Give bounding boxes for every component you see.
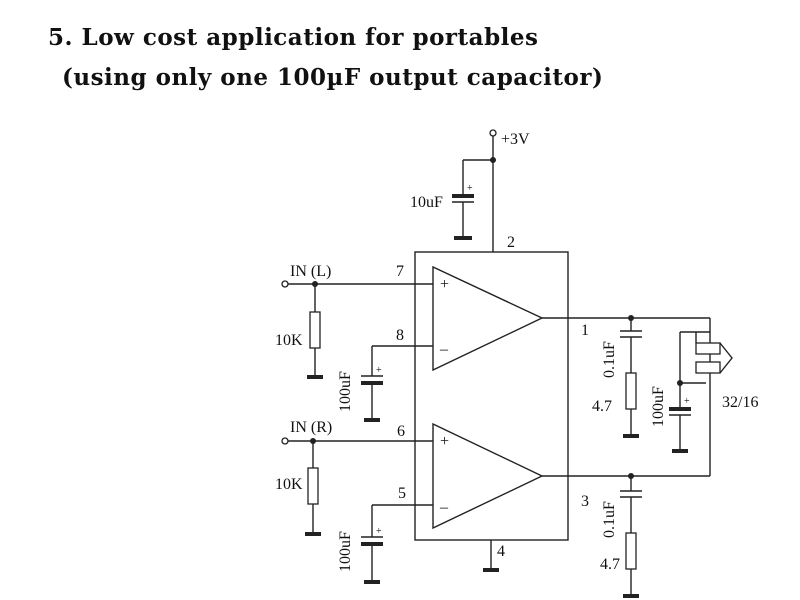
output-cap-polarity: + — [684, 396, 690, 407]
pin-1-label: 1 — [581, 322, 589, 339]
supply-terminal — [463, 129, 497, 252]
opamp-left-minus: – — [439, 341, 449, 358]
pin-6-label: 6 — [397, 423, 405, 440]
output-cap-label: 100uF — [650, 386, 667, 427]
snubber-cap-right-label: 0.1uF — [601, 501, 618, 538]
feedback-cap-right-polarity: + — [376, 526, 382, 537]
feedback-cap-left-label: 100uF — [337, 371, 354, 412]
input-left-label: IN (L) — [290, 263, 331, 280]
ic-package — [414, 251, 569, 541]
pin-3-label: 3 — [581, 493, 589, 510]
feedback-cap-right-label: 100uF — [337, 531, 354, 572]
snubber-resistor-left-label: 4.7 — [592, 398, 612, 415]
input-left-net — [281, 280, 433, 379]
opamp-right-minus: – — [439, 499, 449, 516]
input-left-resistor-label: 10K — [275, 332, 303, 349]
headphone-output — [669, 318, 733, 476]
opamp-left-plus: + — [440, 276, 449, 293]
input-right-resistor-label: 10K — [275, 476, 303, 493]
opamp-right-plus: + — [440, 433, 449, 450]
heading-line-2: (using only one 100µF output capacitor) — [62, 64, 604, 91]
pin-7-label: 7 — [396, 263, 404, 280]
input-right-net — [281, 437, 433, 536]
feedback-capacitor-left — [361, 345, 433, 422]
pin-5-label: 5 — [398, 485, 406, 502]
feedback-capacitor-right — [361, 504, 433, 584]
pin-2-label: 2 — [507, 234, 515, 251]
supply-cap-polarity: + — [467, 183, 473, 194]
supply-capacitor — [452, 160, 474, 240]
heading-line-1: 5. Low cost application for portables — [48, 24, 539, 51]
snubber-cap-left-label: 0.1uF — [601, 341, 618, 378]
ground-pin-4 — [483, 540, 499, 572]
output-left-net — [542, 315, 710, 438]
pin-4-label: 4 — [497, 543, 505, 560]
snubber-resistor-right-label: 4.7 — [600, 556, 620, 573]
input-right-label: IN (R) — [290, 419, 332, 436]
supply-label: +3V — [501, 131, 530, 148]
output-right-net — [542, 473, 710, 598]
opamp-left — [432, 265, 544, 372]
supply-cap-label: 10uF — [410, 194, 443, 211]
pin-8-label: 8 — [396, 327, 404, 344]
feedback-cap-left-polarity: + — [376, 365, 382, 376]
opamp-right — [432, 422, 544, 530]
speaker-impedance-label: 32/16 — [722, 394, 758, 411]
